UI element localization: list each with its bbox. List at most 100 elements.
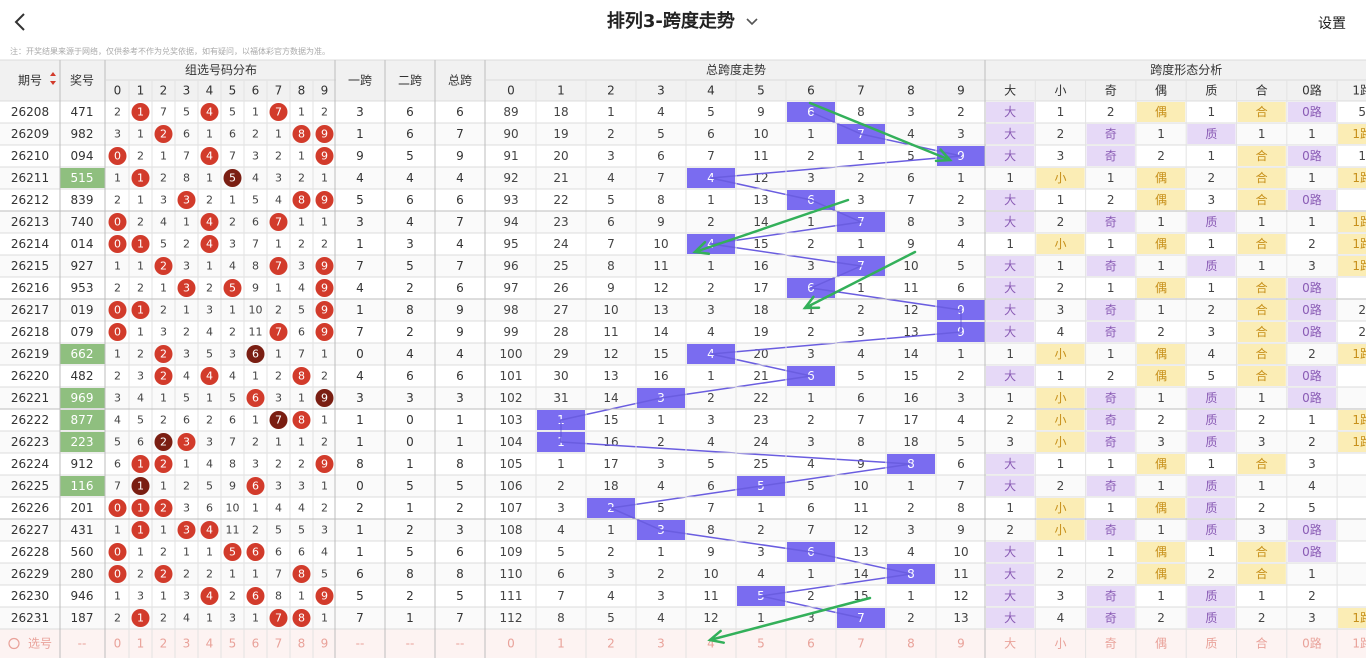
select-trend-digit[interactable]: 6 <box>807 637 815 651</box>
select-form-label[interactable]: 1路 <box>1352 636 1366 651</box>
omission-number: 1 <box>229 568 236 581</box>
span-total-cell: 8 <box>456 457 464 471</box>
select-trend-digit[interactable]: 3 <box>657 637 665 651</box>
select-form-label[interactable]: 质 <box>1205 637 1217 651</box>
select-group-digit[interactable]: 1 <box>137 637 145 651</box>
form-hit-cell <box>1136 234 1186 254</box>
title-dropdown[interactable]: 排列3-跨度走势 <box>607 0 759 44</box>
select-form-label[interactable]: 大 <box>1004 637 1016 651</box>
ball-number: 7 <box>275 326 282 339</box>
form-hit-label: 0路 <box>1302 522 1322 537</box>
omission-number: 1 <box>137 326 144 339</box>
select-trend-digit[interactable]: 9 <box>957 637 965 651</box>
trend-omission: 5 <box>607 193 615 207</box>
select-number-label[interactable]: 选号 <box>28 637 52 651</box>
trend-omission: 3 <box>557 501 565 515</box>
number-ball <box>131 301 150 319</box>
form-hit-cell <box>1287 322 1337 342</box>
number-ball <box>200 235 219 253</box>
omission-number: 8 <box>183 172 190 185</box>
number-ball <box>108 301 127 319</box>
select-trend-digit[interactable]: 7 <box>857 637 865 651</box>
select-form-label[interactable]: 偶 <box>1155 637 1167 651</box>
select-trend-digit[interactable]: 4 <box>707 637 715 651</box>
omission-number: 8 <box>252 260 259 273</box>
omission-number: 5 <box>114 436 121 449</box>
number-ball <box>200 367 219 385</box>
select-form-label[interactable]: 0路 <box>1302 636 1322 651</box>
trend-omission: 4 <box>857 347 865 361</box>
prize-number: 912 <box>71 457 94 471</box>
select-group-digit[interactable]: 7 <box>275 637 283 651</box>
trend-omission: 19 <box>553 127 568 141</box>
number-ball <box>315 587 334 605</box>
trend-omission: 9 <box>757 105 765 119</box>
trend-omission: 1 <box>757 611 765 625</box>
back-button[interactable] <box>10 8 34 36</box>
select-form-label[interactable]: 奇 <box>1105 637 1117 651</box>
select-group-digit[interactable]: 3 <box>183 637 191 651</box>
trend-omission: 10 <box>903 259 918 273</box>
number-ball <box>269 103 288 121</box>
prize-highlight <box>60 344 105 364</box>
trend-omission: 1 <box>957 171 965 185</box>
form-hit-label: 小 <box>1054 391 1066 405</box>
span-total-cell: 8 <box>456 567 464 581</box>
period-cell: 26222 <box>11 413 49 427</box>
select-row-bg <box>0 629 1366 658</box>
select-group-digit[interactable]: 0 <box>114 637 122 651</box>
select-form-label[interactable]: 合 <box>1256 636 1268 651</box>
select-group-digit[interactable]: 8 <box>298 637 306 651</box>
group-digit-header: 6 <box>252 84 260 98</box>
trend-omission: 8 <box>707 523 715 537</box>
form-omission: 4 <box>1208 347 1216 361</box>
prize-number: 471 <box>71 105 94 119</box>
trend-omission: 1 <box>857 281 865 295</box>
form-hit-label: 合 <box>1256 148 1268 163</box>
form-omission: 1 <box>1006 347 1014 361</box>
select-group-digit[interactable]: 9 <box>321 637 329 651</box>
select-group-digit[interactable]: 6 <box>252 637 260 651</box>
omission-number: 4 <box>183 370 190 383</box>
select-group-digit[interactable]: 4 <box>206 637 214 651</box>
form-hit-label: 合 <box>1256 368 1268 383</box>
omission-number: 2 <box>137 216 144 229</box>
trend-omission: 102 <box>500 391 523 405</box>
form-omission: 2 <box>1208 303 1216 317</box>
form-hit-cell <box>1136 366 1186 386</box>
omission-number: 1 <box>206 260 213 273</box>
grid-lines <box>0 59 1366 658</box>
trend-omission: 12 <box>903 303 918 317</box>
number-ball <box>292 367 311 385</box>
sort-arrows-icon[interactable] <box>50 72 56 85</box>
select-radio-icon[interactable] <box>8 637 20 650</box>
select-group-digit[interactable]: 2 <box>160 637 168 651</box>
span1-cell: 7 <box>356 325 364 339</box>
trend-omission: 7 <box>857 413 865 427</box>
trend-omission: 2 <box>807 413 815 427</box>
trend-omission: 22 <box>753 391 768 405</box>
form-hit-label: 1路 <box>1352 434 1366 449</box>
omission-number: 1 <box>160 282 167 295</box>
form-hit-label: 0路 <box>1302 280 1322 295</box>
form-hit-label: 合 <box>1256 302 1268 317</box>
select-form-label[interactable]: 小 <box>1054 637 1066 651</box>
span1-cell: 1 <box>356 127 364 141</box>
form-hit-label: 大 <box>1004 303 1016 317</box>
omission-number: 1 <box>183 546 190 559</box>
form-hit-cell <box>986 322 1035 342</box>
settings-button[interactable]: 设置 <box>1318 16 1346 32</box>
form-omission: 3 <box>1258 523 1266 537</box>
select-trend-digit[interactable]: 8 <box>907 637 915 651</box>
select-group-digit[interactable]: 5 <box>229 637 237 651</box>
omission-number: 5 <box>137 414 144 427</box>
number-ball <box>269 213 288 231</box>
trend-omission: 110 <box>500 567 523 581</box>
select-trend-digit[interactable]: 2 <box>607 637 615 651</box>
select-trend-digit[interactable]: 1 <box>557 637 565 651</box>
select-trend-digit[interactable]: 5 <box>757 637 765 651</box>
omission-number: 3 <box>137 370 144 383</box>
ball-number: 3 <box>183 194 190 207</box>
select-trend-digit[interactable]: 0 <box>507 637 515 651</box>
period-cell: 26225 <box>11 479 49 493</box>
